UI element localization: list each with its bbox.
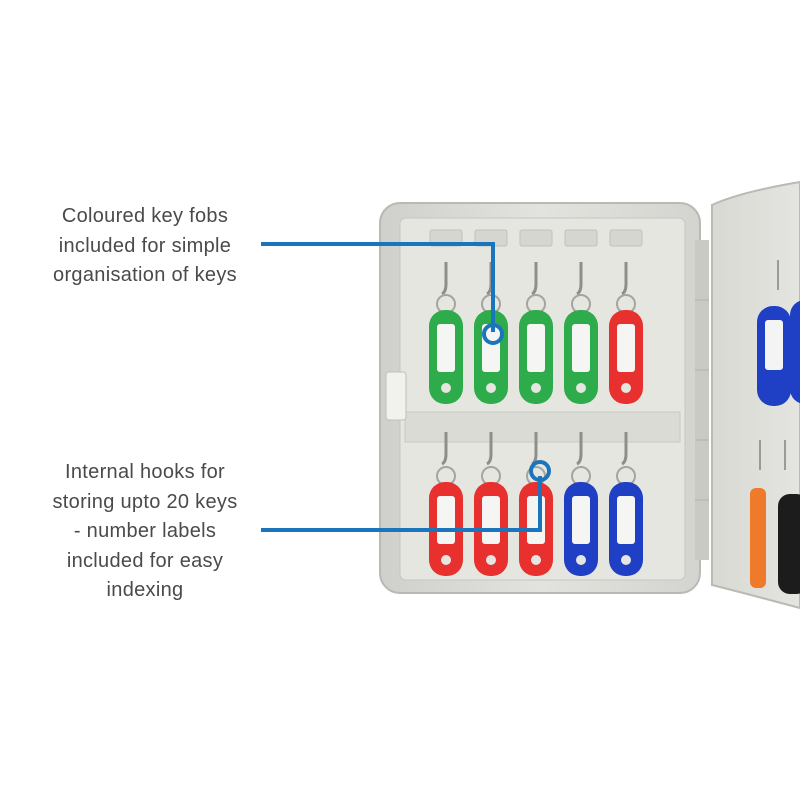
hook: [441, 432, 448, 466]
key-fob-blue: [564, 432, 598, 576]
hook: [576, 262, 583, 296]
key-fob-green: [564, 262, 598, 404]
fob-hole: [441, 555, 451, 565]
door-fob-blue: [757, 300, 800, 406]
hook: [621, 262, 628, 296]
fob-label-window: [527, 496, 545, 544]
hook: [576, 432, 583, 466]
fob-hole: [531, 555, 541, 565]
key-fob-red: [609, 262, 643, 404]
fob-hole: [486, 383, 496, 393]
hinge: [695, 240, 709, 560]
fob-hole: [576, 555, 586, 565]
fob-label-window: [572, 324, 590, 372]
callout-line: - number labels: [73, 520, 217, 542]
door-fob-orange: [750, 488, 766, 588]
callout-leader-1: [261, 242, 504, 345]
hook: [441, 262, 448, 296]
fob-label-window: [437, 324, 455, 372]
callout-line: included for easy: [66, 549, 224, 572]
callout-leader-2: [261, 460, 551, 532]
fob-label-window: [617, 324, 635, 372]
callout-line: included for simple: [58, 234, 232, 257]
fob-label-window: [482, 324, 500, 372]
callout-line: indexing: [106, 579, 184, 601]
hook: [531, 262, 538, 296]
key-fob-green: [429, 262, 463, 404]
fob-label-window: [482, 496, 500, 544]
fob-label-window: [527, 324, 545, 372]
key-fob-green: [519, 262, 553, 404]
callout-key-fobs: Coloured key fobs included for simple or…: [10, 202, 280, 291]
callout-line: organisation of keys: [53, 264, 237, 286]
hook: [621, 432, 628, 466]
fob-hole: [486, 555, 496, 565]
callout-line: Coloured key fobs: [61, 205, 229, 227]
door-fob-black: [778, 494, 800, 594]
fob-hole: [531, 383, 541, 393]
fob-hole: [576, 383, 586, 393]
callout-internal-hooks: Internal hooks for storing upto 20 keys …: [10, 458, 280, 606]
fob-label-window: [617, 496, 635, 544]
hook: [486, 432, 493, 466]
fob-row-bottom: [429, 432, 643, 576]
callout-line: Internal hooks for: [65, 461, 225, 483]
fob-hole: [441, 383, 451, 393]
fob-label-window: [437, 496, 455, 544]
callout-line: storing upto 20 keys: [52, 490, 238, 513]
fob-label-window: [572, 496, 590, 544]
key-fob-blue: [609, 432, 643, 576]
fob-hole: [621, 555, 631, 565]
cabinet-door: [711, 180, 800, 610]
fob-hole: [621, 383, 631, 393]
